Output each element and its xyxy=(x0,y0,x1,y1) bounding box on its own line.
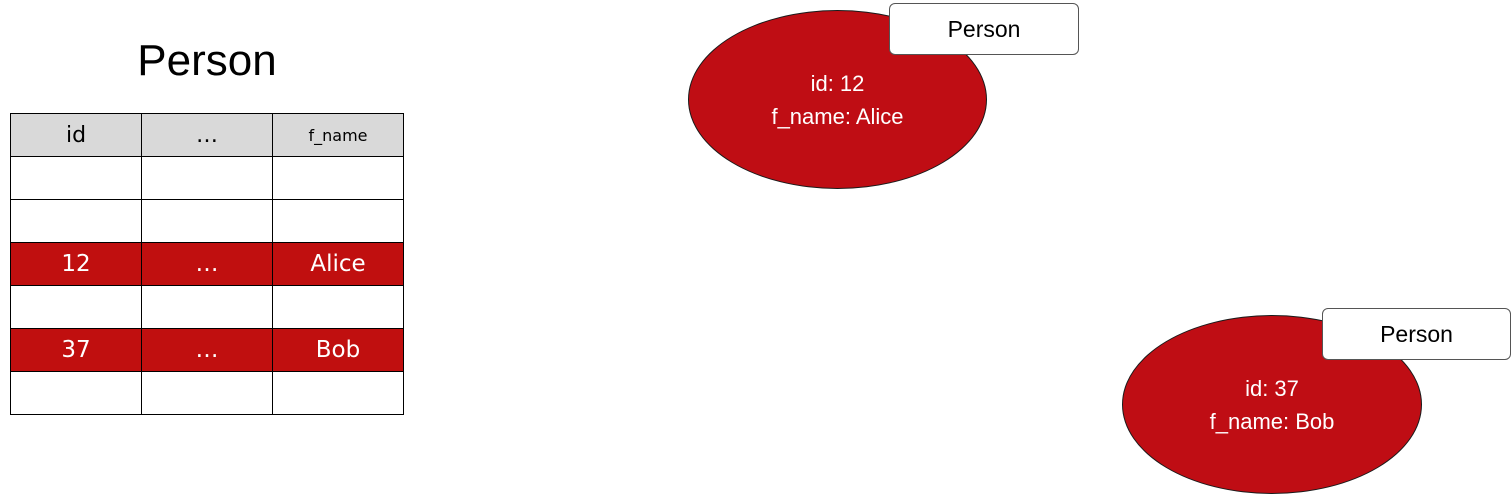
person-table: id … f_name 12 … Alice 37 … Bob xyxy=(10,113,404,415)
cell-id xyxy=(10,199,142,243)
cell-id xyxy=(10,156,142,200)
table-row xyxy=(10,371,404,415)
cell-id xyxy=(10,285,142,329)
table-row xyxy=(10,156,404,200)
node-id-text: id: 37 xyxy=(1245,375,1299,401)
table-title: Person xyxy=(137,36,277,85)
cell-ellipsis: … xyxy=(141,328,273,372)
column-header-ellipsis: … xyxy=(141,113,273,157)
table-row xyxy=(10,199,404,243)
cell-f-name xyxy=(272,156,404,200)
node-name-text: f_name: Alice xyxy=(771,103,904,129)
node-name-text: f_name: Bob xyxy=(1209,408,1335,434)
cell-f-name xyxy=(272,371,404,415)
cell-ellipsis xyxy=(141,156,273,200)
cell-ellipsis: … xyxy=(141,242,273,286)
cell-f-name xyxy=(272,199,404,243)
column-header-f-name: f_name xyxy=(272,113,404,157)
cell-ellipsis xyxy=(141,371,273,415)
cell-ellipsis xyxy=(141,285,273,329)
cell-id: 37 xyxy=(10,328,142,372)
table-row-bob: 37 … Bob xyxy=(10,328,404,372)
table-row-alice: 12 … Alice xyxy=(10,242,404,286)
cell-f-name: Alice xyxy=(272,242,404,286)
cell-id: 12 xyxy=(10,242,142,286)
table-header-row: id … f_name xyxy=(10,113,404,157)
cell-f-name xyxy=(272,285,404,329)
cell-id xyxy=(10,371,142,415)
node-label-alice: Person xyxy=(889,3,1079,55)
cell-f-name: Bob xyxy=(272,328,404,372)
cell-ellipsis xyxy=(141,199,273,243)
table-row xyxy=(10,285,404,329)
node-id-text: id: 12 xyxy=(810,70,865,96)
node-label-bob: Person xyxy=(1322,308,1511,360)
column-header-id: id xyxy=(10,113,142,157)
